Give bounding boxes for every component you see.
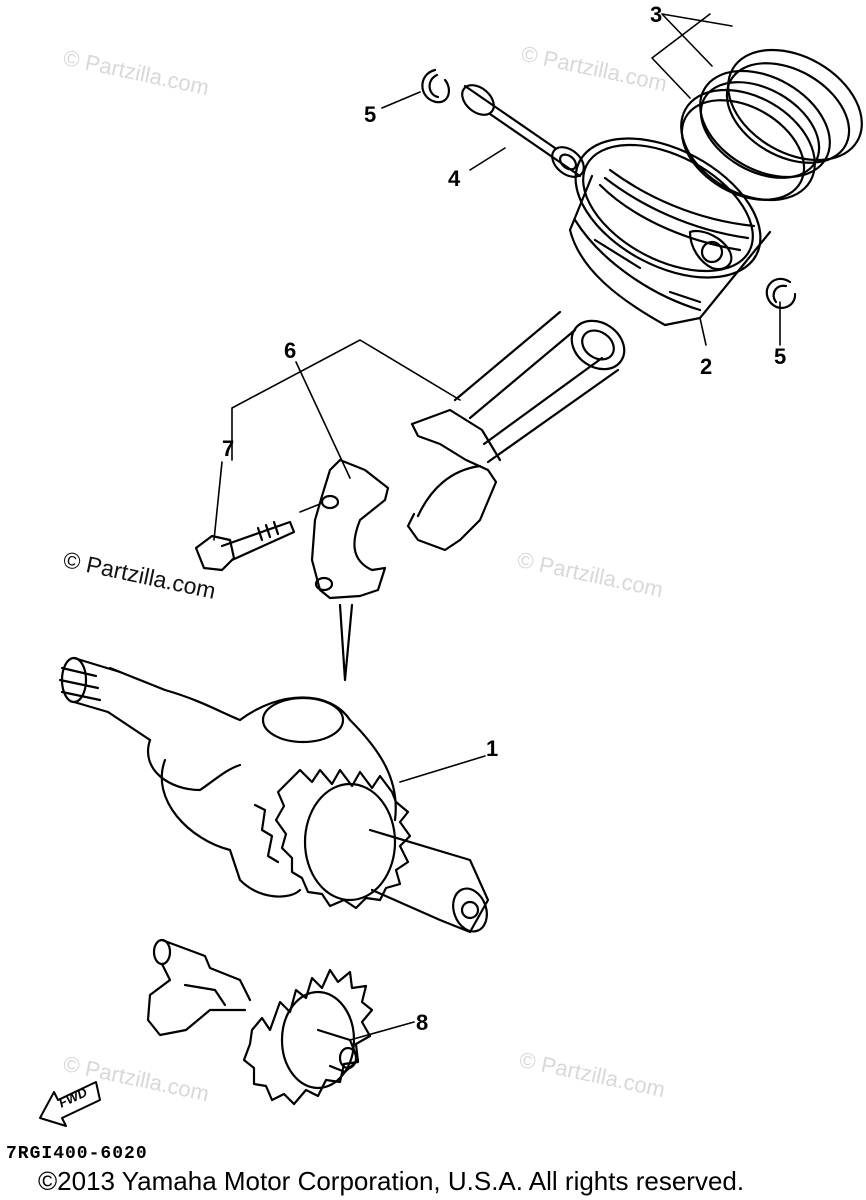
callout-piston-ring-set: 3 <box>650 2 663 27</box>
circlip-left-drawing <box>421 68 451 104</box>
connecting-rod-cap-drawing <box>310 458 390 682</box>
fwd-arrow-drawing <box>39 1081 101 1127</box>
leader-lines <box>213 13 781 1041</box>
piston-pin-drawing <box>461 84 585 178</box>
connecting-rod-bolt-drawing <box>194 520 296 572</box>
callout-piston-pin: 4 <box>448 166 461 191</box>
callout-balancer-shaft: 8 <box>416 1010 429 1035</box>
part-code: 7RGI400-6020 <box>6 1144 148 1164</box>
callout-connecting-rod-cap: 6 <box>284 338 297 363</box>
piston-ring-set-drawing <box>680 48 863 202</box>
crankshaft-drawing <box>58 656 490 934</box>
callout-circlip-right: 5 <box>774 344 787 369</box>
callout-connecting-rod-bolt: 7 <box>222 436 235 461</box>
callout-circlip-left: 5 <box>364 102 377 127</box>
piston-drawing <box>568 137 772 327</box>
connecting-rod-drawing <box>406 310 626 552</box>
callout-piston: 2 <box>700 354 713 379</box>
callout-crankshaft: 1 <box>486 736 499 761</box>
copyright-notice: ©2013 Yamaha Motor Corporation, U.S.A. A… <box>38 1166 745 1196</box>
balancer-shaft-drawing <box>146 938 374 1106</box>
circlip-right-drawing <box>765 277 797 310</box>
